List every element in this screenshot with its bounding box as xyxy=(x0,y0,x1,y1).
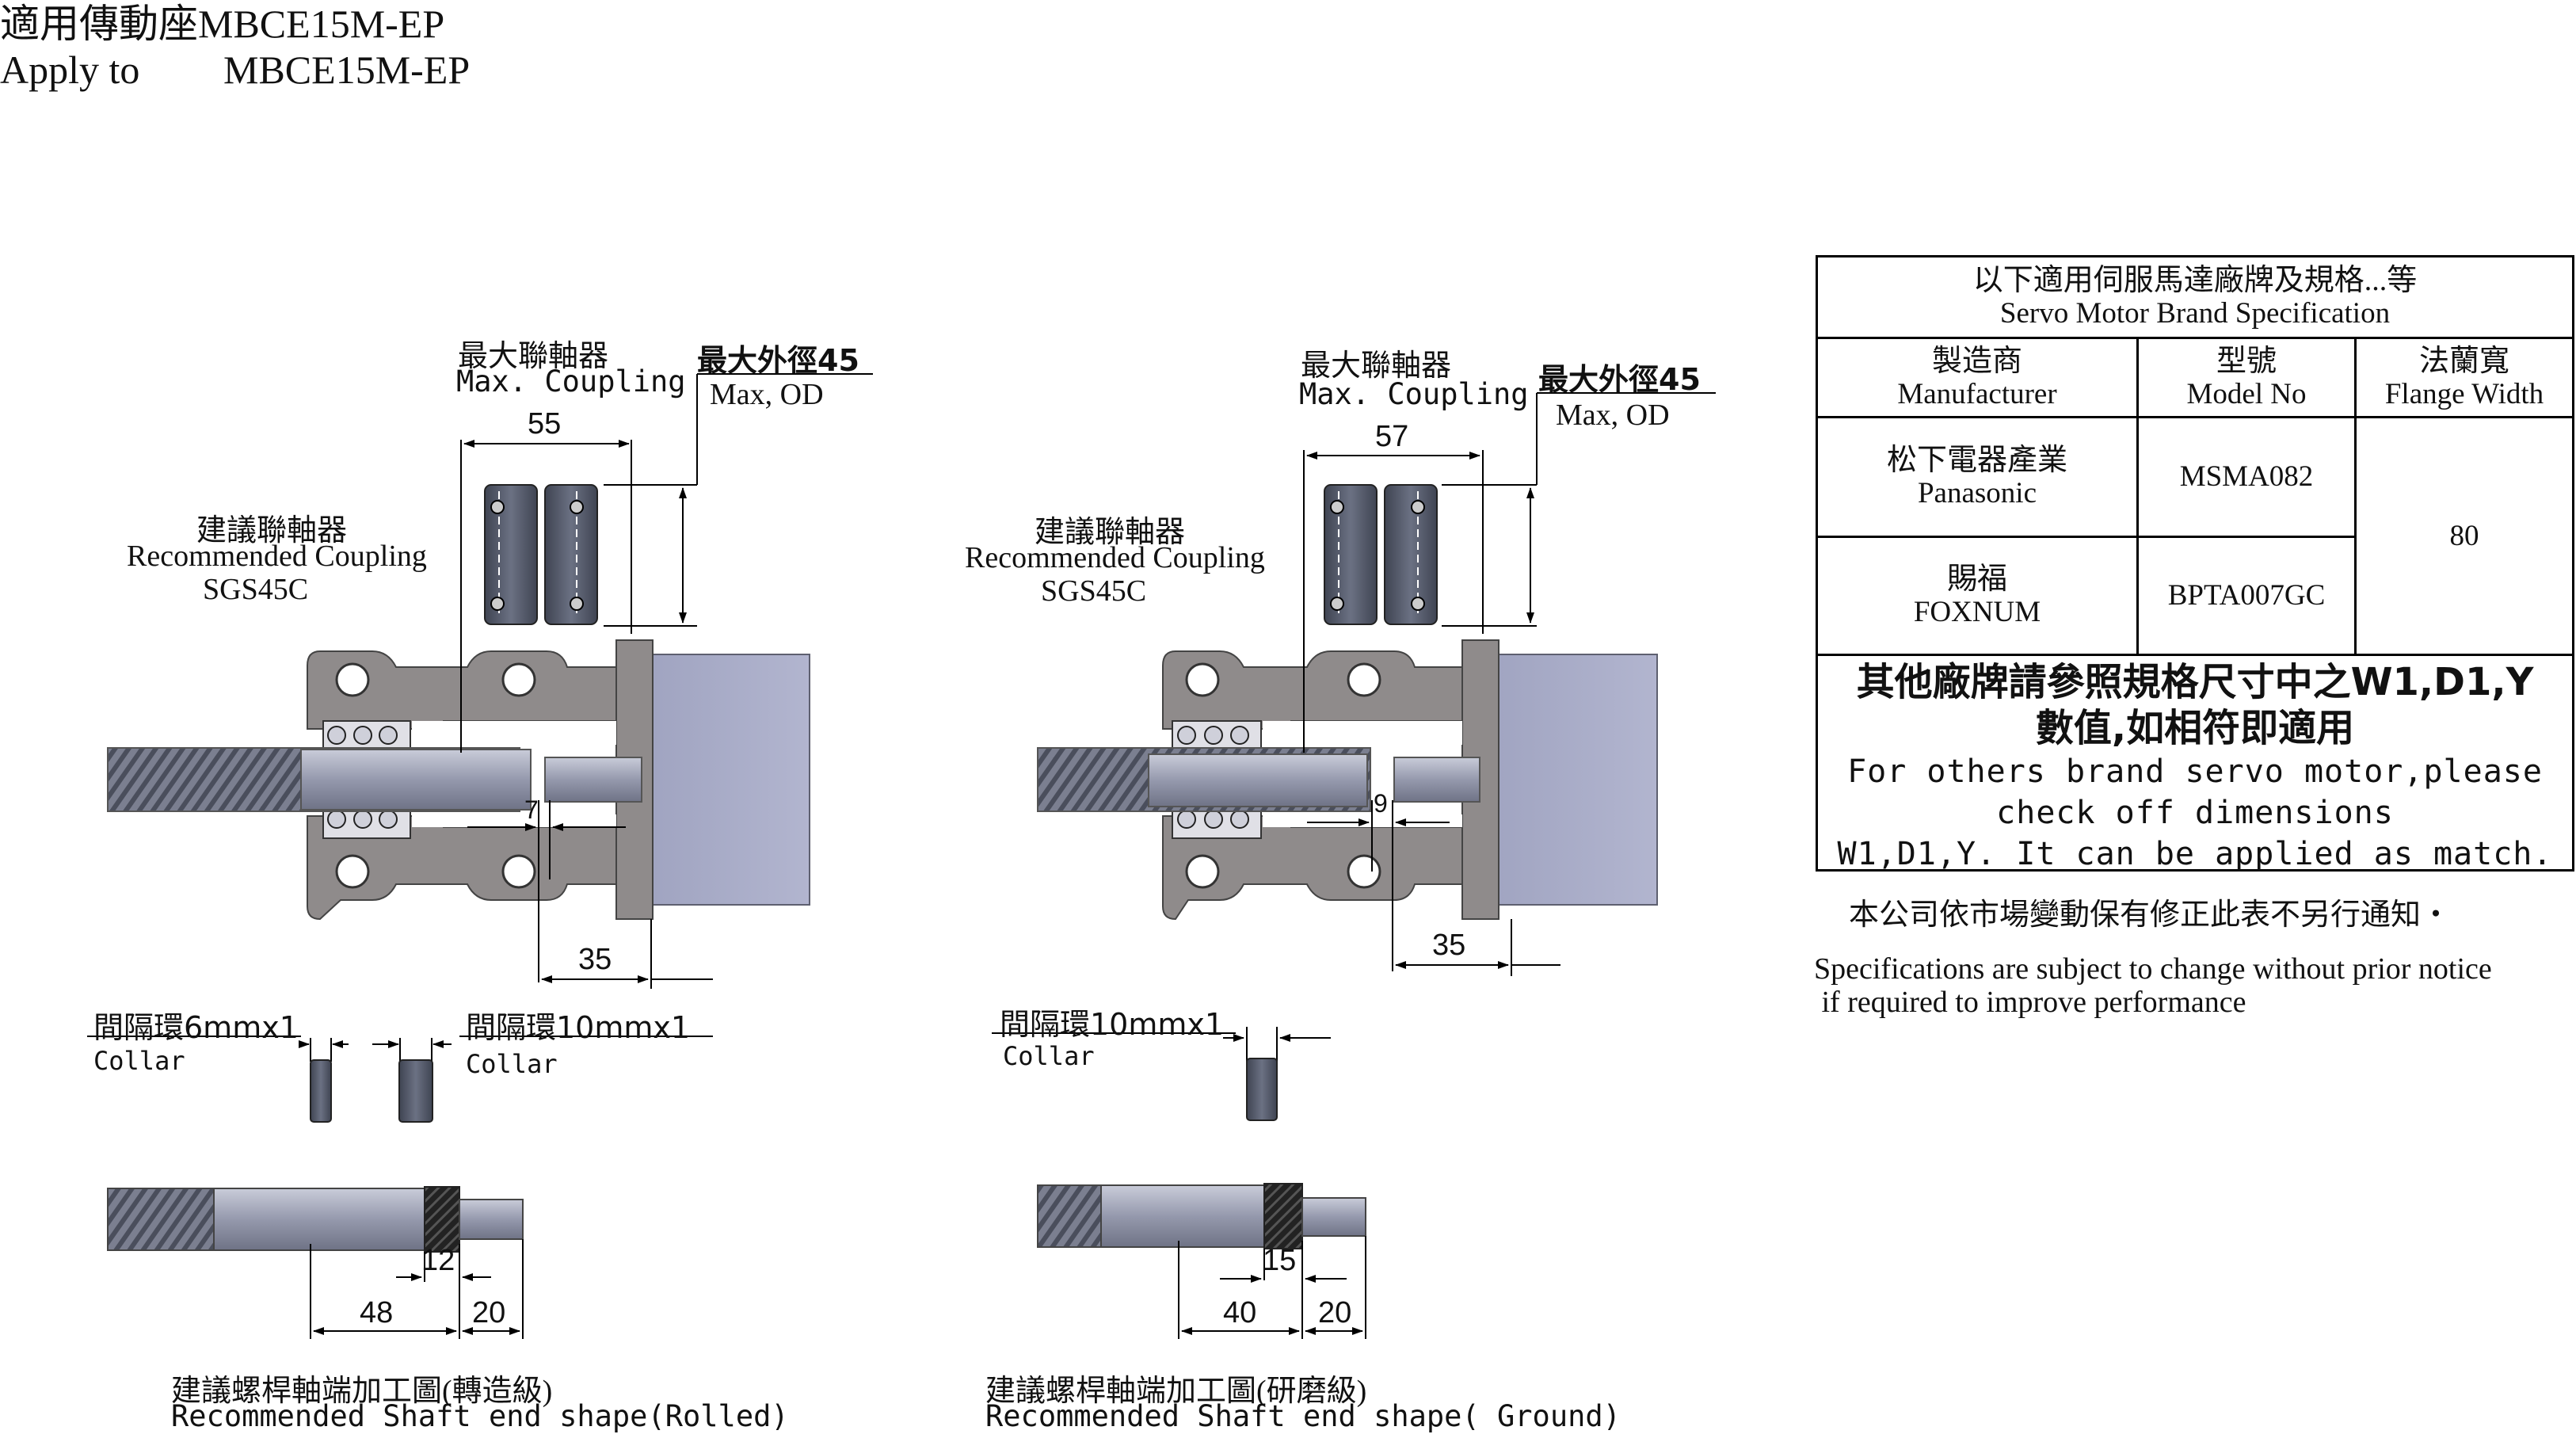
left-caption-en: Recommended Shaft end shape(Rolled) xyxy=(171,1399,789,1433)
right-rec-coupling-zh: 建議聯軸器 xyxy=(1035,516,1186,549)
spec-note: 其他廠牌請參照規格尺寸中之W1,D1,Y 數值,如相符即適用 For other… xyxy=(1818,656,2572,872)
spec-note-zh-2: 數值,如相符即適用 xyxy=(2035,706,2355,750)
right-dim-shaft: 35 xyxy=(1432,929,1466,962)
spec-row-maker-zh: 賜福 xyxy=(1946,563,2007,596)
right-collar1-en: Collar xyxy=(1003,1041,1095,1071)
right-dim-end: 20 xyxy=(1318,1296,1352,1329)
left-dim-end: 20 xyxy=(472,1296,506,1329)
left-max-od-en: Max, OD xyxy=(710,378,824,411)
right-max-od-zh: 最大外徑45 xyxy=(1538,362,1701,397)
right-caption-zh: 建議螺桿軸端加工圖(研磨級) xyxy=(985,1375,1367,1408)
spec-row-maker-en: Panasonic xyxy=(1917,477,2037,509)
right-dim-thread: 15 xyxy=(1263,1244,1297,1277)
left-dim-body: 48 xyxy=(360,1296,394,1329)
left-max-coupling-en: Max. Coupling xyxy=(456,364,686,399)
left-collar-6mm xyxy=(310,1059,332,1123)
spec-header-flange-zh: 法蘭寬 xyxy=(2418,345,2509,378)
right-caption-en: Recommended Shaft end shape( Ground) xyxy=(985,1399,1621,1433)
left-collar2-en: Collar xyxy=(466,1049,558,1079)
spec-header-flange: 法蘭寬 Flange Width xyxy=(2357,339,2572,417)
spec-note-en-1: For others brand servo motor,please xyxy=(1847,753,2543,790)
spec-note-en-2: check off dimensions xyxy=(1996,795,2394,831)
left-dim-gap: 7 xyxy=(524,795,539,824)
left-coupling xyxy=(484,484,598,625)
left-collar1-zh: 間隔環6mmx1 xyxy=(93,1010,299,1045)
left-max-od-zh: 最大外徑45 xyxy=(697,343,859,378)
spec-row-panasonic-model: MSMA082 xyxy=(2139,418,2354,536)
right-shaft-end xyxy=(1037,1183,1366,1249)
spec-row-model: BPTA007GC xyxy=(2167,579,2326,612)
left-collar-10mm xyxy=(398,1059,433,1123)
right-collar-10mm xyxy=(1246,1058,1278,1121)
spec-flange-width-value: 80 xyxy=(2449,519,2479,552)
left-rec-coupling-en: Recommended Coupling xyxy=(127,540,427,573)
right-motor xyxy=(1479,654,1658,906)
spec-header-flange-en: Flange Width xyxy=(2384,378,2544,410)
notice-en-1: Specifications are subject to change wit… xyxy=(1814,952,2492,986)
right-rec-coupling-en: Recommended Coupling xyxy=(965,541,1265,574)
right-dim-body: 40 xyxy=(1223,1296,1257,1329)
right-max-od-en: Max, OD xyxy=(1556,399,1670,432)
left-dim-shaft: 35 xyxy=(578,943,612,976)
spec-title-zh: 以下適用伺服馬達廠牌及規格...等 xyxy=(1972,264,2418,297)
right-max-coupling-zh: 最大聯軸器 xyxy=(1301,349,1452,383)
notice-en-2: if required to improve performance xyxy=(1814,986,2246,1019)
spec-row-foxnum-maker: 賜福 FOXNUM xyxy=(1818,538,2136,654)
left-max-coupling-zh: 最大聯軸器 xyxy=(458,340,609,373)
spec-header-model: 型號 Model No xyxy=(2139,339,2354,417)
left-dim-thread: 12 xyxy=(421,1244,455,1277)
left-caption-zh: 建議螺桿軸端加工圖(轉造級) xyxy=(171,1375,553,1408)
header-model: MBCE15M-EP xyxy=(223,48,471,92)
spec-flange-width: 80 xyxy=(2357,418,2572,654)
spec-note-zh-1: 其他廠牌請參照規格尺寸中之W1,D1,Y xyxy=(1856,660,2534,704)
left-collar2-zh: 間隔環10mmx1 xyxy=(466,1010,691,1045)
spec-header-model-zh: 型號 xyxy=(2216,345,2277,378)
spec-row-foxnum-model: BPTA007GC xyxy=(2139,538,2354,654)
left-rec-coupling-model: SGS45C xyxy=(203,573,309,606)
left-shaft-end xyxy=(107,1186,524,1253)
left-collar1-en: Collar xyxy=(93,1046,185,1076)
right-coupling xyxy=(1324,484,1438,625)
left-dim-coupling: 55 xyxy=(528,407,562,441)
left-assembly xyxy=(87,373,873,1339)
spec-row-panasonic-maker: 松下電器產業 Panasonic xyxy=(1818,418,2136,536)
right-dim-coupling: 57 xyxy=(1375,420,1409,453)
spec-title-en: Servo Motor Brand Specification xyxy=(1999,297,2391,330)
spec-row-maker-en: FOXNUM xyxy=(1913,596,2041,628)
right-collar1-zh: 間隔環10mmx1 xyxy=(1000,1007,1225,1042)
left-rec-coupling-zh: 建議聯軸器 xyxy=(196,514,348,547)
spec-note-en-3: W1,D1,Y. It can be applied as match. xyxy=(1837,836,2553,872)
spec-row-maker-zh: 松下電器產業 xyxy=(1886,444,2067,477)
spec-header-maker-en: Manufacturer xyxy=(1897,378,2057,410)
spec-header-maker: 製造商 Manufacturer xyxy=(1818,339,2136,417)
right-max-coupling-en: Max. Coupling xyxy=(1299,377,1529,411)
header-apply-label: Apply to xyxy=(0,48,140,92)
spec-header-model-en: Model No xyxy=(2186,378,2307,410)
notice-zh: 本公司依市場變動保有修正此表不另行通知・ xyxy=(1849,898,2452,932)
spec-title: 以下適用伺服馬達廠牌及規格...等 Servo Motor Brand Spec… xyxy=(1818,257,2572,337)
spec-header-maker-zh: 製造商 xyxy=(1931,345,2022,378)
spec-table: 以下適用伺服馬達廠牌及規格...等 Servo Motor Brand Spec… xyxy=(1816,255,2574,872)
right-dim-gap: 9 xyxy=(1374,789,1388,818)
header-title-zh: 適用傳動座MBCE15M-EP xyxy=(0,2,445,46)
spec-row-model: MSMA082 xyxy=(2179,460,2314,493)
right-rec-coupling-model: SGS45C xyxy=(1041,574,1147,608)
right-assembly xyxy=(992,392,1716,1339)
left-motor xyxy=(641,654,810,906)
